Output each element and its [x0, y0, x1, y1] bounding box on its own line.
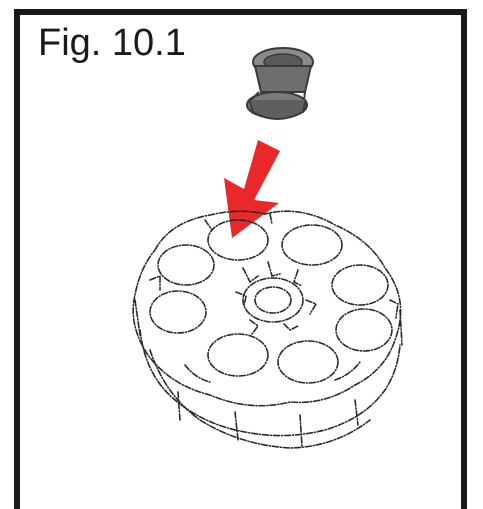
sample-rotor-icon [132, 210, 403, 449]
figure-illustration [132, 47, 403, 449]
figure-frame [14, 9, 467, 509]
sample-cup-adapter-icon [246, 47, 314, 120]
page: Fig. 10.1 [14, 9, 467, 509]
figure-label: Fig. 10.1 [38, 22, 186, 64]
insert-direction-arrow-icon [224, 140, 280, 238]
